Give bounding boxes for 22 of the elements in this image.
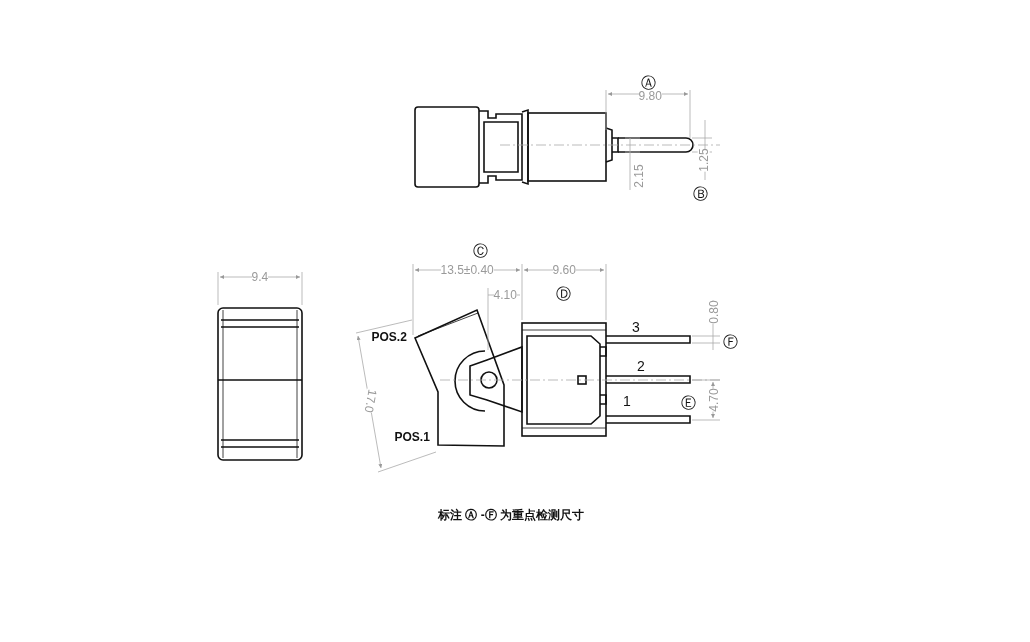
dimension-value: 4.10 <box>493 289 517 301</box>
dimension-value: 2.15 <box>632 164 645 188</box>
callout-letter: Ⓔ <box>680 394 696 410</box>
dimension-value: 9.4 <box>251 271 269 283</box>
dimension-value: 1.25 <box>697 148 710 172</box>
callout-letter: Ⓐ <box>640 74 656 90</box>
callout-letter: Ⓕ <box>722 333 738 349</box>
dimension-value: 9.80 <box>638 90 662 102</box>
dimension-value: 17.0 <box>362 388 379 414</box>
callout-letter: Ⓒ <box>472 242 488 258</box>
note-text: 标注 Ⓐ -Ⓕ 为重点检测尺寸 <box>438 508 585 524</box>
callout-letter: Ⓓ <box>555 285 571 301</box>
dimension-value: 9.60 <box>552 264 576 276</box>
dimension-value: 0.80 <box>707 300 720 324</box>
dimension-value: 13.5±0.40 <box>440 264 494 276</box>
position-label: POS.1 <box>394 431 430 443</box>
pin-number: 1 <box>623 394 631 408</box>
pin-number: 2 <box>637 359 645 373</box>
dimension-value: 4.70 <box>707 388 720 412</box>
pin-number: 3 <box>632 320 640 334</box>
callout-letter: Ⓑ <box>692 185 708 201</box>
position-label: POS.2 <box>371 331 407 343</box>
